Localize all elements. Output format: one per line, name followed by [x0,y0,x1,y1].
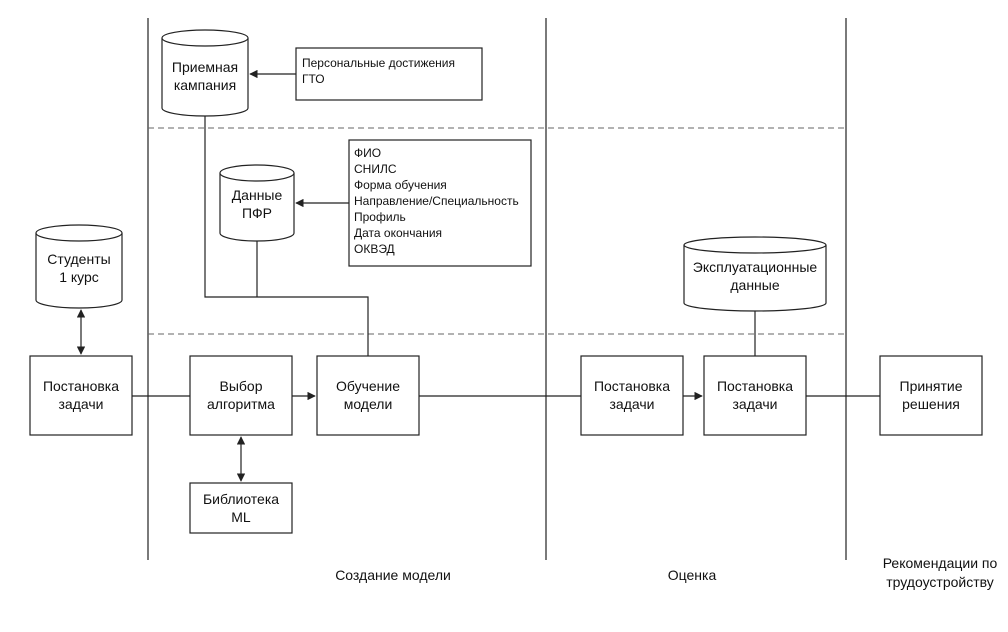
db-operational-label-2: данные [730,277,779,293]
db-students-label-2: 1 курс [59,269,99,285]
process-task-3-label-2: задачи [733,396,778,412]
db-pfr-label-1: Данные [232,187,283,203]
db-operational-label-1: Эксплуатационные [693,259,818,275]
process-library-label-2: ML [231,509,251,525]
db-admission-label-2: кампания [174,77,236,93]
process-algorithm-choice: Выбор алгоритма [189,355,293,436]
note-field-5: Профиль [354,210,406,224]
process-algorithm-label-2: алгоритма [207,396,275,412]
process-library-label-1: Библиотека [203,491,279,507]
process-algorithm-label-1: Выбор [220,378,263,394]
db-admission-label-1: Приемная [172,59,238,75]
process-task-1-label-1: Постановка [43,378,119,394]
db-pfr-label-2: ПФР [242,205,272,221]
process-ml-library: Библиотека ML [189,482,293,534]
phase-label-creation: Создание модели [335,567,451,583]
process-training-label-2: модели [344,396,393,412]
process-task-2: Постановка задачи [580,355,684,436]
phase-label-recommendations-1: Рекомендации по [883,555,998,571]
db-operational-data: Эксплуатационные данные [683,236,827,312]
note-field-3: Форма обучения [354,178,447,192]
note-fields: ФИО СНИЛС Форма обучения Направление/Спе… [348,139,532,267]
process-decision-label-2: решения [902,396,960,412]
process-decision-label-1: Принятие [900,378,963,394]
process-model-training: Обучение модели [316,355,420,436]
note-achievements: Персональные достижения ГТО [295,47,483,101]
connector-admission-to-training [204,116,369,356]
process-decision: Принятие решения [879,355,983,436]
note-achievements-line-2: ГТО [302,72,325,86]
phase-label-recommendations-2: трудоустройству [886,574,994,590]
process-task-3-label-1: Постановка [717,378,793,394]
db-students-label-1: Студенты [47,251,110,267]
phase-label-evaluation: Оценка [668,567,717,583]
process-training-label-1: Обучение [336,378,400,394]
note-field-2: СНИЛС [354,162,397,176]
note-field-4: Направление/Специальность [354,194,519,208]
process-task-1: Постановка задачи [29,355,133,436]
process-task-1-label-2: задачи [59,396,104,412]
process-task-2-label-2: задачи [610,396,655,412]
db-pfr-data: Данные ПФР [219,164,295,242]
process-task-3: Постановка задачи [703,355,807,436]
db-students: Студенты 1 курс [35,224,123,309]
note-achievements-line-1: Персональные достижения [302,56,455,70]
process-task-2-label-1: Постановка [594,378,670,394]
note-field-1: ФИО [354,146,381,160]
note-field-7: ОКВЭД [354,242,395,256]
db-admission-campaign: Приемная кампания [161,29,249,117]
note-field-6: Дата окончания [354,226,442,240]
